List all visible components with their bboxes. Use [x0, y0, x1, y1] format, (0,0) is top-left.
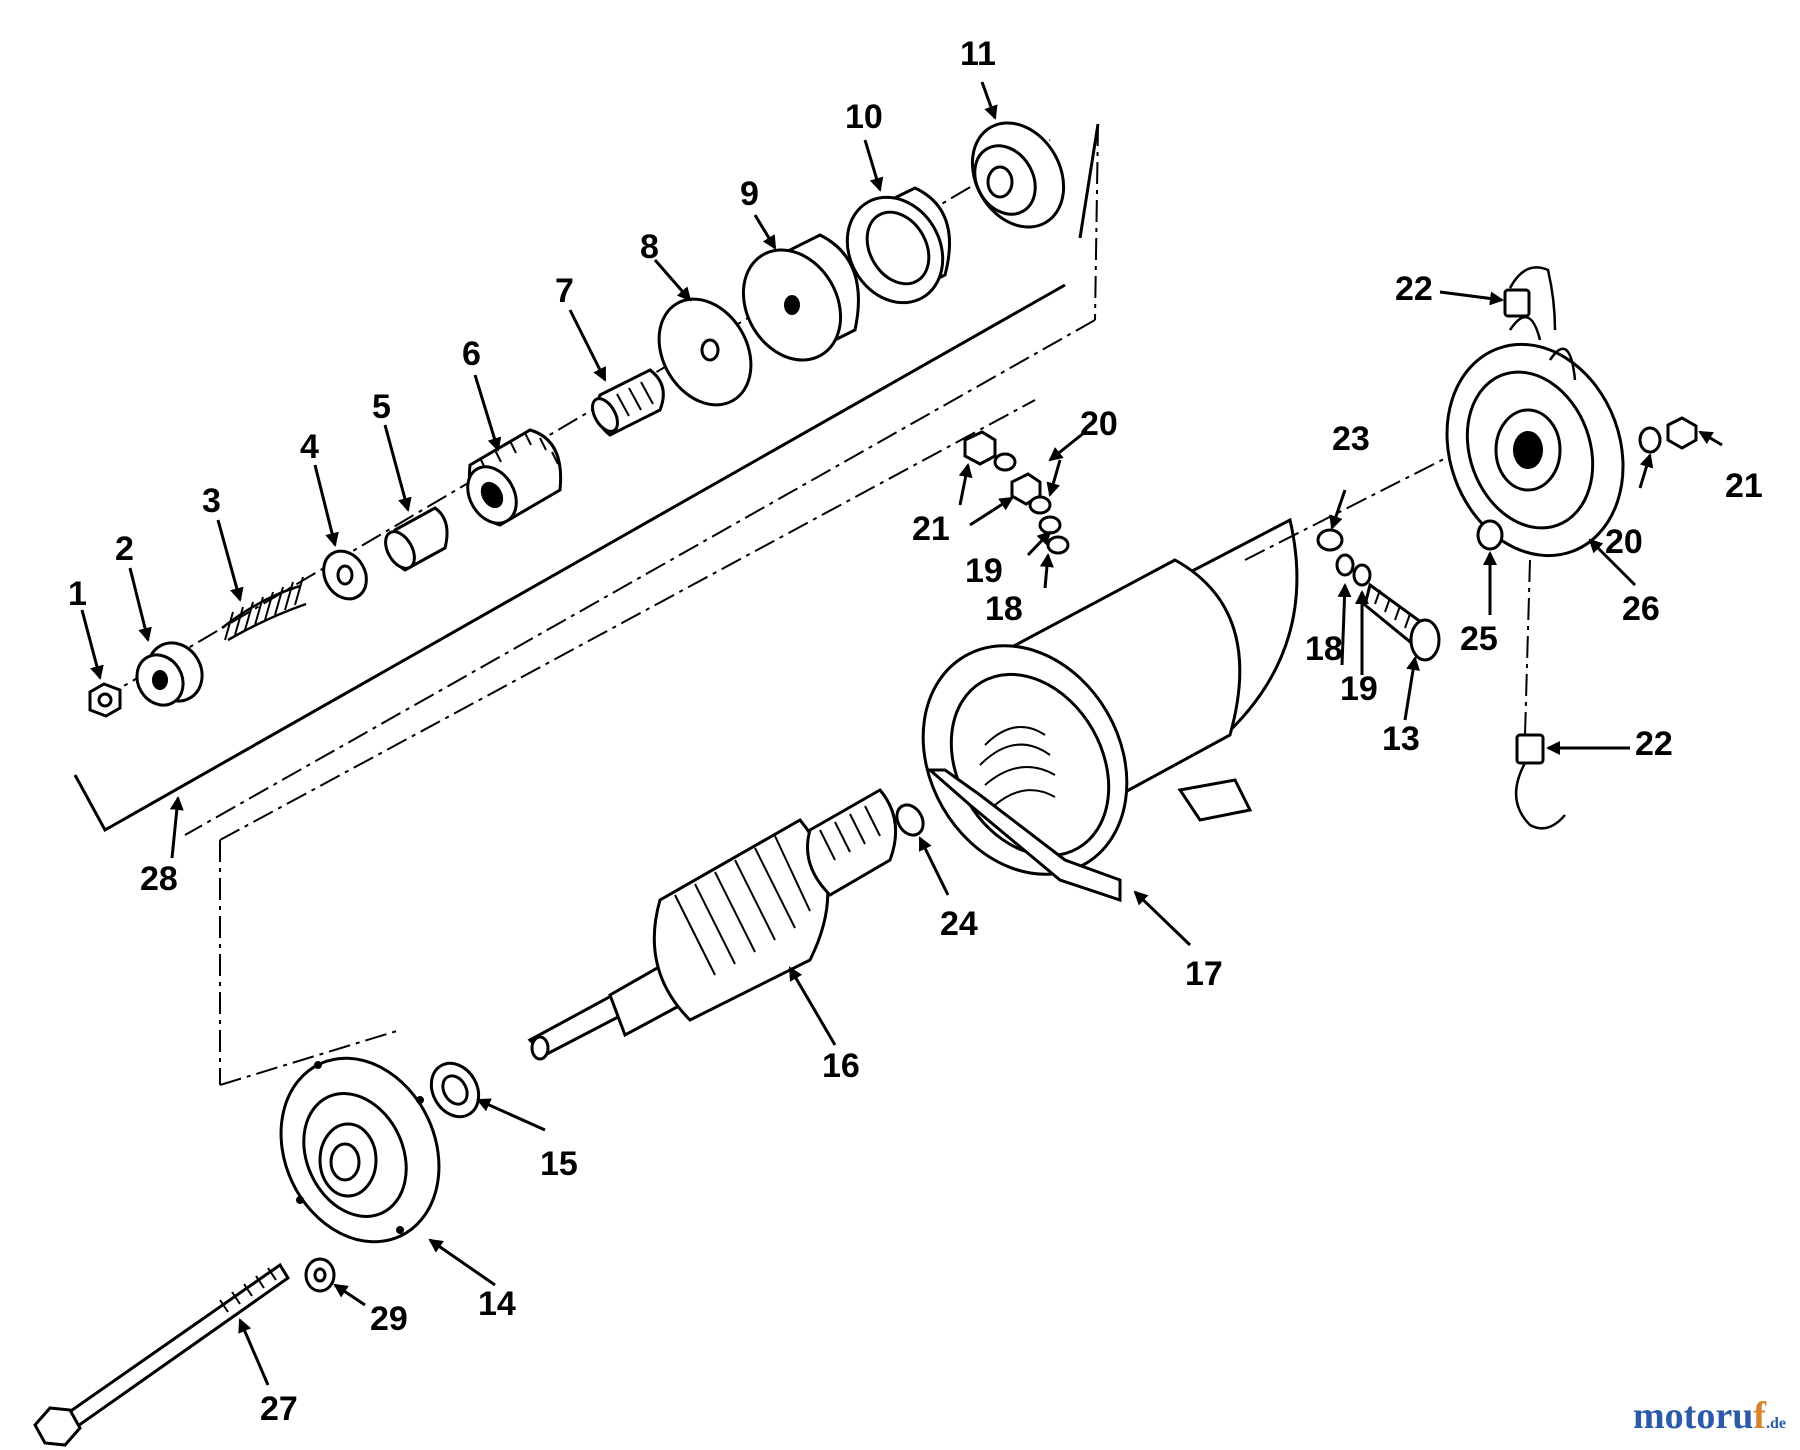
watermark-suffix: .de [1766, 1415, 1786, 1432]
callout-7: 7 [555, 272, 574, 310]
callout-19a: 19 [965, 552, 1003, 590]
part-11-cap [970, 121, 1066, 229]
part-3-spring [221, 576, 307, 642]
terminal-hardware-stack [963, 430, 1070, 555]
watermark-main: motoru [1633, 1395, 1754, 1437]
callout-9: 9 [740, 175, 759, 213]
callout-4: 4 [300, 428, 319, 466]
callout-17: 17 [1185, 955, 1223, 993]
part-9-disc [741, 233, 860, 362]
callout-20b: 20 [1605, 523, 1643, 561]
watermark-logo: motoruf.de [1633, 1394, 1786, 1438]
part-7-screw-shaft [591, 368, 665, 437]
callout-24: 24 [940, 905, 978, 943]
callout-18a: 18 [985, 590, 1023, 628]
part-16-armature [527, 788, 898, 1061]
callout-3: 3 [202, 482, 221, 520]
callout-21b: 21 [1725, 467, 1763, 505]
part-22-brush-lower [1514, 559, 1566, 830]
callout-20a: 20 [1080, 405, 1118, 443]
part-1-nut [88, 682, 122, 718]
callout-19b: 19 [1340, 670, 1378, 708]
callout-2: 2 [115, 530, 134, 568]
callout-23: 23 [1332, 420, 1370, 458]
callout-29: 29 [370, 1300, 408, 1338]
part-2-collar [135, 641, 204, 707]
end-cap-terminal-hardware [1638, 416, 1698, 454]
callout-15: 15 [540, 1145, 578, 1183]
callout-14: 14 [478, 1285, 516, 1323]
callout-labels: 1 2 3 4 5 6 7 8 9 10 11 13 14 15 16 17 1… [68, 35, 1763, 1428]
callout-6: 6 [462, 335, 481, 373]
callout-27: 27 [260, 1390, 298, 1428]
part-6-pinion-gear [466, 428, 563, 527]
callout-22b: 22 [1635, 725, 1673, 763]
part-27-through-bolt [33, 1262, 291, 1447]
callout-21a: 21 [912, 510, 950, 548]
callout-16: 16 [822, 1047, 860, 1085]
part-24-ring [895, 803, 925, 837]
callout-8: 8 [640, 228, 659, 266]
callout-5: 5 [372, 388, 391, 426]
part-8-washer [657, 297, 753, 407]
callout-25: 25 [1460, 620, 1498, 658]
callout-1: 1 [68, 575, 87, 613]
callout-11: 11 [960, 35, 996, 73]
part-5-sleeve [384, 506, 449, 572]
callout-26: 26 [1622, 590, 1660, 628]
callout-22a: 22 [1395, 270, 1433, 308]
part-14-drive-end-plate [279, 1056, 441, 1244]
part-17-motor-housing [921, 517, 1299, 903]
part-4-washer [322, 549, 368, 601]
part-22-brush-upper [1503, 266, 1557, 331]
part-10-ring [845, 186, 952, 305]
callout-28: 28 [140, 860, 178, 898]
callout-10: 10 [845, 98, 883, 136]
part-26-end-cap [1445, 316, 1625, 558]
part-15-washer [429, 1061, 481, 1119]
callout-13: 13 [1382, 720, 1420, 758]
callout-18b: 18 [1305, 630, 1343, 668]
part-29-washer [304, 1257, 336, 1293]
watermark-accent: f [1753, 1395, 1766, 1437]
leader-arrows [80, 81, 1723, 1386]
